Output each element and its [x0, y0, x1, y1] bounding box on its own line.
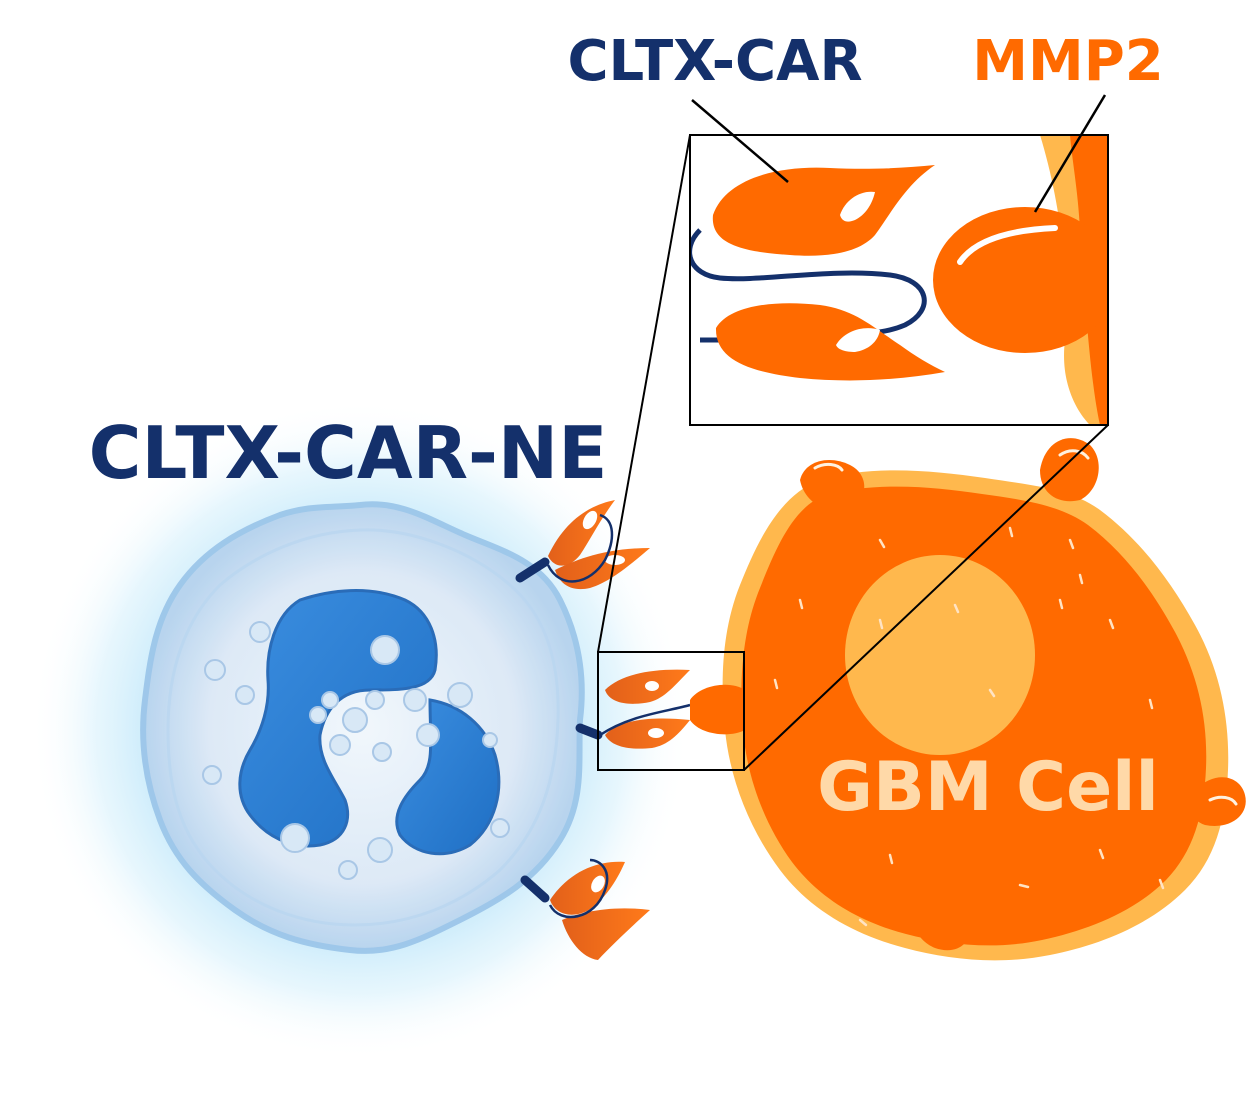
label-gbm-cell: GBM Cell	[817, 748, 1159, 827]
cltx-car-upper-icon	[712, 165, 935, 256]
label-cltx-car-ne: CLTX-CAR-NE	[89, 411, 608, 495]
cltx-car-lower-icon	[715, 303, 945, 381]
gbm-nucleus	[845, 555, 1035, 755]
car-receptor-bottom-icon	[520, 858, 650, 960]
mmp2-pointer-line	[1033, 94, 1107, 213]
gbm-texture	[773, 526, 1165, 927]
zoom-inset-panel	[689, 134, 1109, 426]
gbm-tumor-cell-icon	[690, 438, 1246, 961]
neutrophil-cell-icon	[30, 400, 690, 1060]
zoom-source-box	[597, 651, 745, 771]
granules	[202, 621, 510, 880]
label-cltx-car: CLTX-CAR	[567, 29, 862, 94]
zoom-inset-icon	[597, 134, 1109, 771]
car-pointer-line	[691, 99, 789, 183]
label-mmp2: MMP2	[972, 29, 1163, 94]
car-receptor-middle-icon	[575, 669, 691, 749]
car-receptor-top-icon	[515, 500, 650, 590]
